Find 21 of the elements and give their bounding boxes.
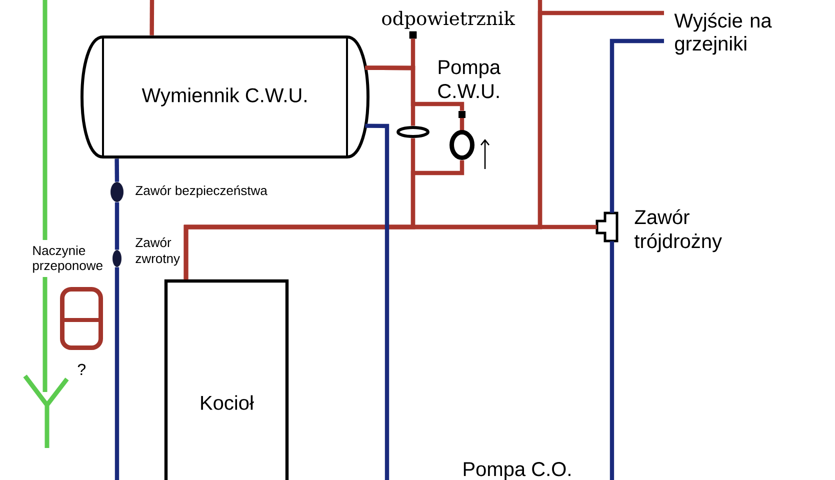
component-label: Pompa C.W.U. <box>438 60 501 98</box>
component-label: Zawór bezpieczeństwa <box>136 185 268 198</box>
component-label: Zawór trójdrożny <box>634 209 722 252</box>
component-label: Naczynie przeponowe <box>33 246 102 273</box>
outlet-label: Wyjście na grzejniki <box>674 12 772 55</box>
pipe <box>114 202 120 250</box>
component-label: odpowietrznik <box>382 10 516 29</box>
pipe <box>150 0 154 36</box>
pipe <box>365 66 416 126</box>
component-label: ? <box>78 364 86 375</box>
tank: Wymiennik C.W.U. <box>80 36 370 158</box>
pipe <box>610 241 614 480</box>
pipe <box>365 124 390 480</box>
ellipse-symbol <box>396 126 430 138</box>
pipe <box>610 38 664 213</box>
boiler-box: Kocioł <box>164 279 289 480</box>
component-label: Pompa C.O. <box>464 462 570 480</box>
pipe <box>114 158 120 182</box>
component-label: Zawór zwrotny <box>136 237 180 266</box>
pipe <box>114 267 120 480</box>
pipe <box>184 0 542 280</box>
